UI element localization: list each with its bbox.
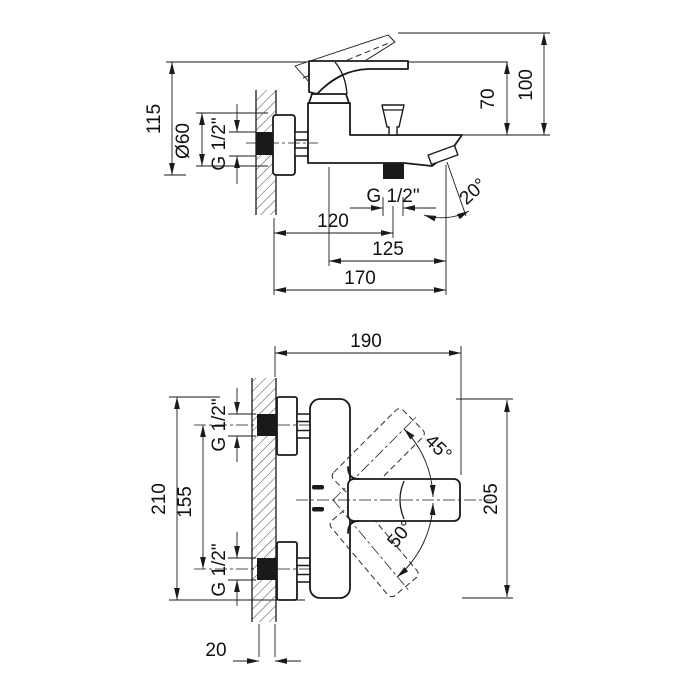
upper-escutcheon [276,396,298,456]
mounting-nut-lower-flat [294,147,309,157]
dim-wall-thickness-label: 20 [205,640,226,661]
side-view: 115 Ø60 G 1/2" 70 100 G 1/2" 120 125 170… [144,32,550,295]
mounting-nut-upper-flat [294,131,309,141]
dim-body-height-label: 205 [481,483,502,515]
cartridge-collar [308,93,350,104]
handle-index-mark-bottom [312,507,324,512]
diverter-knob [381,104,405,136]
lower-nut-flat-a [296,557,311,567]
front-view: 190 205 210 155 G 1/2" G 1/2" 45° 50° 20 [149,331,513,664]
escutcheon-side [272,114,296,176]
dim-spout-angle-label: 20° [456,174,491,209]
dim-connection-centers-label: 155 [175,486,196,518]
lower-nut-flat-b [296,573,311,583]
side-view-dimension-lines [169,32,547,293]
dim-upper-thread-label: G 1/2" [209,398,230,451]
dim-axis-to-spout-label: 125 [372,239,404,260]
handle-position-up-dashed [331,408,425,502]
dim-handle-down-angle-label: 50° [384,517,419,553]
front-view-dimension-lines [174,350,510,664]
lever-handle-side [308,60,409,95]
aerator [427,144,459,166]
dim-escutcheon-diameter-label: Ø60 [173,123,194,159]
dim-overall-height-label: 115 [144,104,165,134]
dim-wall-to-outlet-label: 120 [317,211,349,232]
shower-outlet-thread [383,163,404,179]
handle-swing-arc-down [396,502,436,578]
mixer-body-front [309,398,351,599]
lower-escutcheon [276,541,298,601]
dim-handle-open-label: 100 [516,69,537,101]
spout-angle-arc [423,210,470,222]
dim-outlet-thread-label: G 1/2" [366,186,419,207]
dim-handle-closed-label: 70 [478,88,499,109]
upper-nut-flat-a [296,413,311,423]
dim-overall-height-front-label: 210 [149,483,170,515]
inlet-pipe-side [256,132,273,155]
dim-overall-width-label: 190 [350,331,382,352]
dim-lower-thread-label: G 1/2" [209,543,230,596]
dim-wall-to-spout-label: 170 [344,268,376,289]
handle-swing-arc-up [403,428,436,498]
upper-nut-flat-b [296,429,311,439]
handle-position-down-dashed [329,499,419,598]
dim-inlet-thread-label: G 1/2" [209,117,230,170]
handle-index-mark-top [312,485,324,490]
